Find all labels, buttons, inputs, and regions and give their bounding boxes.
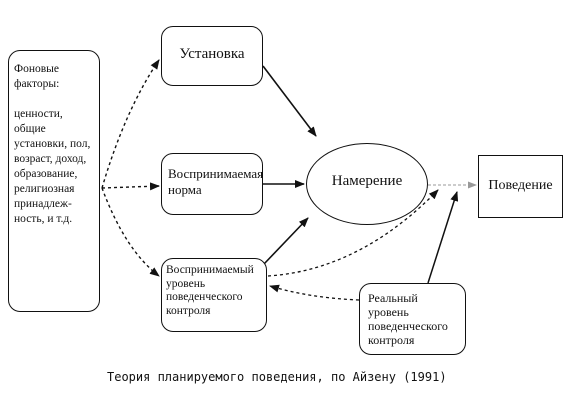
perceived-norm-box [161, 153, 263, 215]
perceived-norm-label: Воспринимаемая норма [168, 166, 264, 198]
arrow-pbc-to-behavior [267, 189, 439, 277]
intention-ellipse [306, 143, 428, 225]
attitude-label: Установка [179, 46, 245, 62]
arrow-background-to-attitude [101, 59, 160, 189]
arrow-background-to-pbc [101, 187, 160, 277]
attitude-box [161, 26, 263, 86]
arrow-actual-to-pbc [269, 284, 360, 301]
arrow-actual-to-behavior [427, 191, 459, 284]
arrow-pbc-to-intention [263, 217, 309, 265]
background-factors-label: Фоновые факторы: ценности, общие установ… [14, 63, 91, 225]
behavior-box [478, 155, 563, 218]
behavior-label: Поведение [488, 178, 553, 193]
actual-control-label: Реальный уровень поведенческого контроля [368, 291, 448, 347]
perceived-control-box [161, 258, 267, 332]
arrow-attitude-to-intention [262, 65, 317, 137]
figure-caption: Теория планируемого поведения, по Айзену… [107, 370, 447, 384]
intention-label: Намерение [331, 173, 403, 189]
background-factors-box [8, 50, 100, 312]
actual-control-box [359, 283, 466, 355]
arrow-background-to-norm [101, 182, 160, 191]
perceived-control-label: Воспринимаемый уровень поведенческого ко… [166, 264, 254, 317]
